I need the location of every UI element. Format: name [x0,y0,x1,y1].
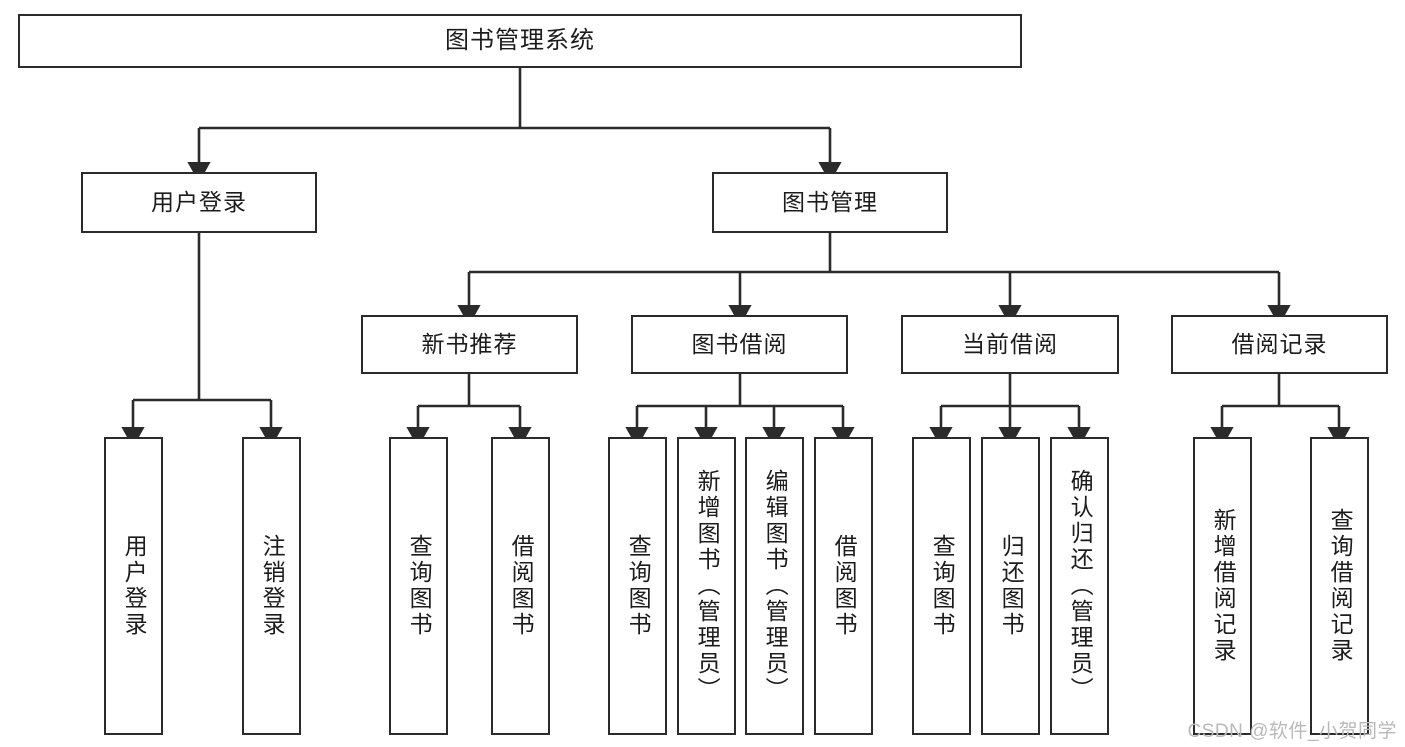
leaf-label: 注销登录 [259,534,286,638]
leaf-borrow-add-book-admin[interactable]: 新增图书（管理员） [677,437,736,735]
leaf-label: 新增图书（管理员） [694,469,721,703]
leaf-current-confirm-return-admin[interactable]: 确认归还（管理员） [1050,437,1109,735]
leaf-current-return-book[interactable]: 归还图书 [981,437,1040,735]
node-book-management[interactable]: 图书管理 [712,172,948,233]
leaf-newbook-query-book[interactable]: 查询图书 [389,437,448,735]
leaf-record-query-borrow-record[interactable]: 查询借阅记录 [1310,437,1369,735]
leaf-label: 查询图书 [406,534,433,638]
node-current-borrow[interactable]: 当前借阅 [901,315,1119,374]
node-new-book-recommend[interactable]: 新书推荐 [361,315,578,374]
csdn-watermark: CSDN @软件_小贺同学 [1187,721,1397,742]
node-user-login[interactable]: 用户登录 [81,172,317,233]
leaf-record-add-borrow-record[interactable]: 新增借阅记录 [1193,437,1252,735]
leaf-borrow-edit-book-admin[interactable]: 编辑图书（管理员） [745,437,804,735]
leaf-borrow-query-book[interactable]: 查询图书 [608,437,667,735]
leaf-label: 查询图书 [929,534,956,638]
leaf-label: 借阅图书 [508,534,535,638]
leaf-borrow-borrow-book[interactable]: 借阅图书 [814,437,873,735]
leaf-label: 新增借阅记录 [1210,508,1237,664]
leaf-label: 用户登录 [121,534,148,638]
node-borrow-record[interactable]: 借阅记录 [1171,315,1388,374]
leaf-label: 编辑图书（管理员） [762,469,789,703]
leaf-current-query-book[interactable]: 查询图书 [912,437,971,735]
leaf-label: 查询图书 [625,534,652,638]
leaf-label: 查询借阅记录 [1327,508,1354,664]
node-root-system[interactable]: 图书管理系统 [18,14,1022,68]
leaf-label: 确认归还（管理员） [1067,469,1094,703]
leaf-label: 归还图书 [998,534,1025,638]
leaf-user-login[interactable]: 用户登录 [104,437,163,735]
leaf-label: 借阅图书 [831,534,858,638]
node-book-borrow[interactable]: 图书借阅 [631,315,848,374]
leaf-newbook-borrow-book[interactable]: 借阅图书 [491,437,550,735]
leaf-logout-login[interactable]: 注销登录 [242,437,301,735]
